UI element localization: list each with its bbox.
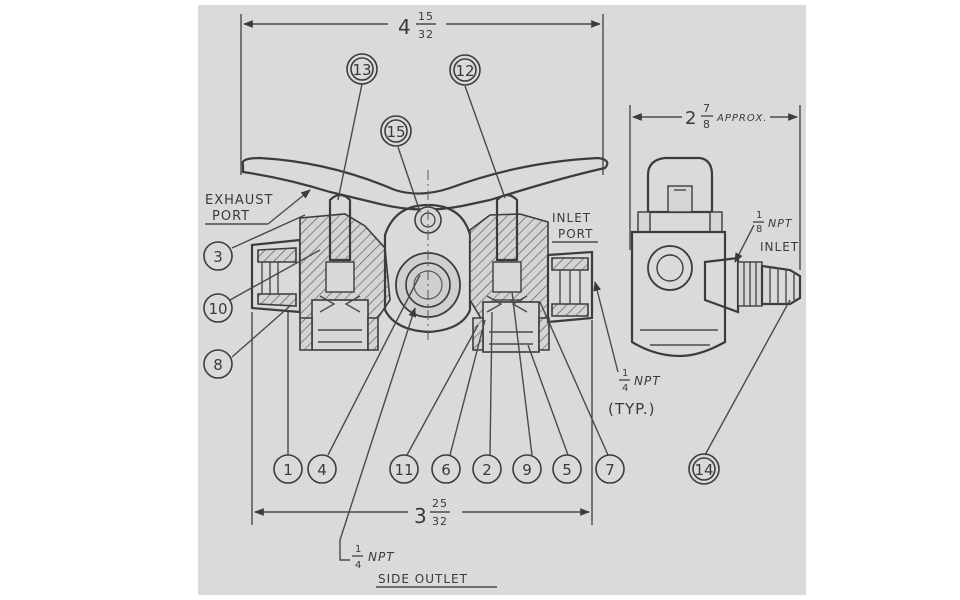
callout-13: 13 [346,53,378,85]
svg-text:4: 4 [317,461,327,479]
svg-text:1: 1 [283,461,293,479]
exhaust-port-label-1: EXHAUST [205,193,274,208]
callout-5: 5 [552,454,582,484]
overall-width-num: 15 [418,10,434,23]
npt-typ-label: NPT [634,374,661,388]
inlet-npt-num: 1 [756,210,763,221]
callout-15: 15 [380,115,412,147]
svg-text:9: 9 [522,461,532,479]
port-spacing-whole: 3 [414,504,428,528]
inlet-port-label-2: PORT [558,227,593,241]
dimension-port-spacing: 3 25 32 [251,312,593,528]
leader-lines [229,83,791,456]
svg-text:7: 7 [605,461,615,479]
side-width-num: 7 [703,102,711,115]
callout-6: 6 [431,454,461,484]
callout-2: 2 [472,454,502,484]
callout-9: 9 [512,454,542,484]
callout-14: 14 [688,453,720,485]
side-width-note: APPROX. [716,113,767,124]
callout-10: 10 [203,293,233,323]
side-outlet-npt: NPT [368,550,395,564]
svg-text:8: 8 [213,356,223,374]
callout-11: 11 [389,454,419,484]
exhaust-port-label-2: PORT [212,209,250,224]
side-outlet-label: SIDE OUTLET [378,572,468,586]
port-spacing-den: 32 [432,515,448,528]
dimension-overall-width: 4 15 32 [240,10,604,175]
callout-1: 1 [273,454,303,484]
side-outlet-den: 4 [355,560,362,571]
overall-width-den: 32 [418,28,434,41]
overall-width-whole: 4 [398,15,412,39]
svg-text:5: 5 [562,461,572,479]
inlet-port-label-1: INLET [552,211,591,225]
svg-text:11: 11 [394,461,413,479]
side-width-den: 8 [703,118,711,131]
svg-text:6: 6 [441,461,451,479]
callout-4: 4 [307,454,337,484]
svg-text:14: 14 [694,461,713,479]
side-width-whole: 2 [685,108,697,129]
inlet-npt-label: NPT [768,217,793,230]
svg-text:2: 2 [482,461,492,479]
svg-text:12: 12 [455,62,474,80]
callout-7: 7 [595,454,625,484]
svg-text:13: 13 [352,61,371,79]
inlet-npt-den: 8 [756,224,763,235]
valve-side-view: 2 7 8 APPROX. 1 8 NPT INLET [629,102,802,358]
port-spacing-num: 25 [432,497,448,510]
callout-12: 12 [449,54,481,86]
npt-typ-num: 1 [622,368,629,379]
side-outlet-num: 1 [355,544,362,555]
svg-text:3: 3 [213,248,223,266]
side-inlet-label: INLET [760,240,799,254]
typ-label: (TYP.) [608,400,656,418]
npt-typ-den: 4 [622,383,629,394]
callout-3: 3 [203,241,233,271]
callout-8: 8 [203,349,233,379]
svg-text:10: 10 [208,300,227,318]
handle-lever [241,156,609,211]
svg-text:15: 15 [386,123,405,141]
